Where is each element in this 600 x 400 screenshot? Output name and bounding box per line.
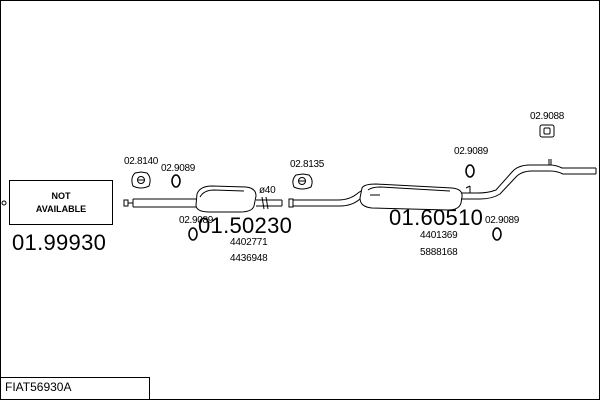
middle-silencer-icon bbox=[195, 185, 283, 213]
hanger-3-part-number: 02.9088 bbox=[530, 111, 565, 122]
ring-4-icon bbox=[492, 227, 502, 241]
front-pipe-icon bbox=[132, 198, 198, 208]
hanger-2-icon bbox=[292, 173, 313, 190]
diameter-note: ø40 bbox=[259, 185, 276, 196]
middle-silencer-oem-2: 4436948 bbox=[230, 253, 268, 264]
not-available-box: NOT AVAILABLE bbox=[9, 180, 113, 225]
middle-silencer-oem-1: 4402771 bbox=[230, 237, 268, 248]
ring-4-part-number: 02.9089 bbox=[485, 215, 520, 226]
ring-2-part-number: 02.9089 bbox=[179, 215, 214, 226]
front-pipe-flange-icon bbox=[123, 199, 133, 207]
ring-1-part-number: 02.9089 bbox=[161, 163, 196, 174]
ring-2-icon bbox=[188, 227, 198, 241]
mount-point-icon bbox=[1, 200, 7, 206]
mid-flange-icon bbox=[288, 198, 296, 208]
intermediate-pipe-icon bbox=[296, 188, 367, 207]
ring-1-icon bbox=[171, 174, 181, 188]
hanger-1-part-number: 02.8140 bbox=[124, 156, 159, 167]
hanger-3-icon bbox=[539, 124, 555, 138]
not-available-line-2: AVAILABLE bbox=[35, 203, 87, 214]
middle-silencer-part-number: 01.50230 bbox=[198, 213, 293, 238]
tail-pipe-icon bbox=[461, 159, 597, 200]
ring-3-part-number: 02.9089 bbox=[454, 146, 489, 157]
rear-silencer-oem-2: 5888168 bbox=[420, 247, 458, 258]
hanger-2-part-number: 02.8135 bbox=[290, 159, 325, 170]
rear-silencer-icon bbox=[359, 183, 463, 211]
rear-silencer-oem-1: 4401369 bbox=[420, 230, 458, 241]
reference-box: FIAT56930A bbox=[0, 377, 150, 400]
reference-code: FIAT56930A bbox=[5, 380, 72, 394]
not-available-line-1: NOT bbox=[51, 191, 71, 202]
rear-silencer-part-number: 01.60510 bbox=[389, 205, 484, 230]
hanger-1-icon bbox=[131, 171, 151, 189]
ring-3-icon bbox=[465, 164, 475, 178]
front-section-part-number: 01.99930 bbox=[12, 230, 107, 255]
